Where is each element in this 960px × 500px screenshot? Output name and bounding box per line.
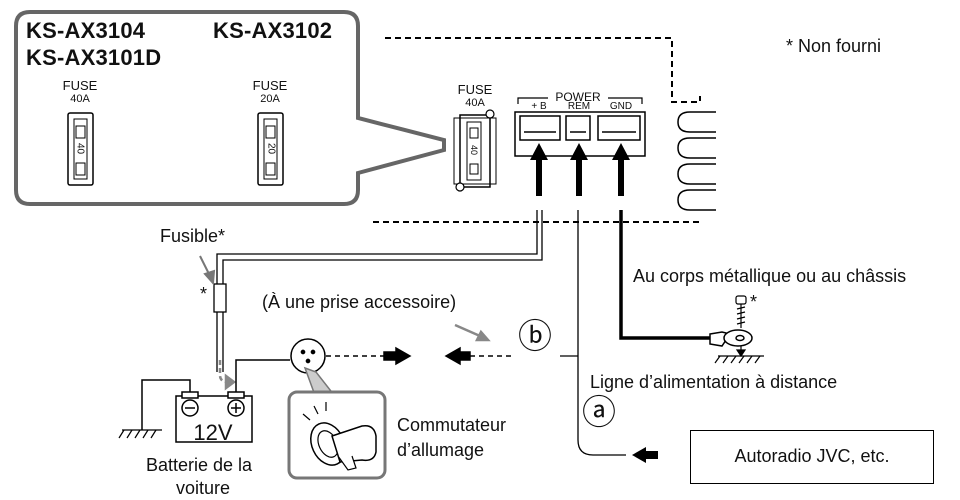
ground-icon-chassis: [714, 346, 764, 364]
battery-label-1: Batterie de la: [146, 455, 253, 475]
power-gnd-label: GND: [609, 101, 633, 112]
power-bracket: [517, 97, 643, 104]
arrow-icon-terminals: [530, 143, 630, 196]
battery-plus-pointer: [218, 360, 237, 391]
ignition-label-2: d’allumage: [397, 440, 485, 460]
accessory-label: (À une prise accessoire): [262, 292, 457, 312]
fuse-unit-body: 40: [469, 144, 479, 155]
model-label-left-2: KS-AX3101D: [26, 45, 162, 70]
fuse-left-body: 40: [74, 142, 86, 155]
screw-asterisk: *: [750, 292, 758, 312]
ignition-wire: [235, 359, 290, 392]
arrow-icon-headunit: [632, 447, 658, 463]
fuse-asterisk: *: [200, 284, 208, 304]
accessory-pointer: [454, 323, 491, 342]
power-title: POWER: [555, 90, 601, 104]
accessory-line: [326, 346, 512, 366]
ring-terminal-icon: [709, 329, 753, 347]
power-rem-label: REM: [567, 101, 591, 112]
rem-wire: [577, 210, 626, 456]
fusible-label: Fusible*: [160, 226, 226, 246]
fuse-left-title: FUSE: [62, 78, 98, 93]
ignition-switch-icon: [290, 338, 326, 374]
ground-icon-battery: [118, 429, 162, 439]
fuse-left-rating: 40A: [70, 93, 90, 105]
battery-label-2: voiture: [176, 478, 231, 498]
marker-a: ⓐ: [582, 394, 616, 432]
fuse-unit-title: FUSE: [457, 82, 493, 97]
model-label-left-1: KS-AX3104: [26, 18, 146, 43]
fusible-pointer: [199, 255, 216, 286]
ignition-key-icon: [287, 390, 387, 480]
gnd-wire: [619, 210, 712, 340]
battery-voltage: 12V: [193, 420, 233, 445]
remote-line-label: Ligne d’alimentation à distance: [590, 372, 838, 392]
fuse-right-title: FUSE: [252, 78, 288, 93]
screw-icon: [735, 295, 747, 328]
battery-wire: [216, 210, 543, 372]
fuse-unit-rating: 40A: [465, 97, 485, 109]
fuse-right-rating: 20A: [260, 93, 280, 105]
model-label-right: KS-AX3102: [213, 18, 333, 43]
power-plus-b-label: + B: [531, 101, 547, 112]
inline-fuse-icon: [213, 283, 227, 313]
not-supplied-note: * Non fourni: [786, 36, 882, 56]
ignition-label-1: Commutateur: [397, 415, 507, 435]
chassis-label: Au corps métallique ou au châssis: [633, 266, 907, 286]
marker-b: ⓑ: [518, 318, 552, 356]
fuse-right-body: 20: [265, 142, 277, 155]
head-unit-label: Autoradio JVC, etc.: [734, 446, 890, 466]
fuse-callout: [14, 10, 446, 206]
head-unit-box: Autoradio JVC, etc.: [690, 430, 934, 484]
fuse-icon-right: [257, 112, 284, 186]
fuse-icon-unit: [453, 109, 497, 192]
heatsink-fins: [677, 111, 716, 211]
battery-ground-wire: [141, 379, 191, 430]
fuse-icon-left: [67, 112, 94, 186]
